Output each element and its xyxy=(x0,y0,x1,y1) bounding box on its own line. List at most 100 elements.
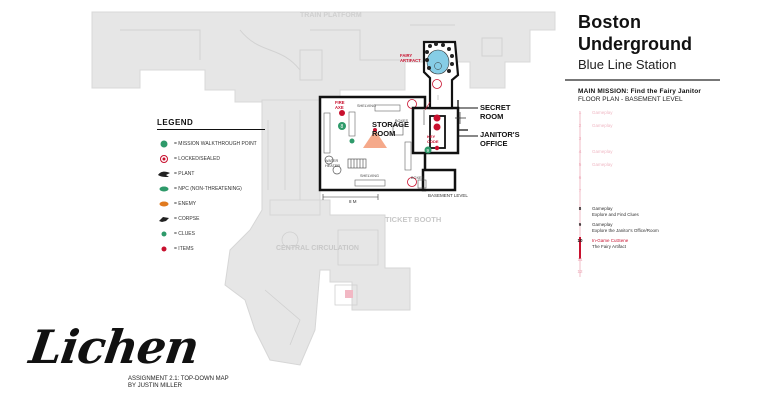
scale-label: 8 M xyxy=(349,199,357,204)
legend-label: = ENEMY xyxy=(174,200,197,207)
legend-label: = PLANT xyxy=(174,170,195,177)
boxes-label-2: BOXES xyxy=(411,176,425,180)
secret-room-label: SECRET ROOM xyxy=(480,103,511,121)
vent-icon-2 xyxy=(407,177,417,187)
timeline-item: 3 xyxy=(576,136,726,148)
lower-details xyxy=(264,110,379,346)
timeline-number: 3 xyxy=(578,136,582,141)
timeline-line xyxy=(579,112,581,277)
boxes-label: BOXES xyxy=(395,119,409,123)
secret-room xyxy=(422,40,460,110)
enemy-icon xyxy=(157,200,171,208)
subtitle: Blue Line Station xyxy=(578,57,677,72)
basement-level-label: BASEMENT LEVEL xyxy=(428,193,468,198)
legend-item: = CORPSE xyxy=(157,211,265,226)
assignment-title: ASSIGNMENT 2.1: TOP-DOWN MAP xyxy=(128,376,229,382)
plant-icon xyxy=(157,170,171,178)
artifact-pointer-line xyxy=(424,101,431,111)
timeline-title: Gameplay xyxy=(592,162,613,167)
mission-point-icon xyxy=(157,140,171,148)
timeline-text: Gameplay xyxy=(592,110,722,116)
item-markers-office xyxy=(432,79,442,151)
timeline-title: Gameplay xyxy=(592,123,613,128)
svg-text:8: 8 xyxy=(341,124,344,130)
timeline-title: Gameplay xyxy=(592,222,613,227)
mission-marker-9: 9 xyxy=(424,146,432,154)
legend: LEGEND = MISSION WALKTHROUGH POINT = LOC… xyxy=(157,118,265,256)
platform-details xyxy=(120,24,503,81)
timeline-item: 12 xyxy=(576,269,726,281)
timeline-item: 5 Gameplay xyxy=(576,162,726,174)
header-divider xyxy=(565,79,720,81)
timeline-text: Gameplay xyxy=(592,149,722,155)
timeline-desc: The Fairy Artifact xyxy=(592,243,627,249)
legend-label: = CLUES xyxy=(174,230,195,237)
timeline-item: 7 xyxy=(576,188,726,200)
timeline-text: Gameplay xyxy=(592,123,722,129)
timeline-title: Gameplay xyxy=(592,110,613,115)
key-code-label: KEY CODE xyxy=(427,134,439,144)
title-line-2: Underground xyxy=(578,34,692,54)
floor-label: FLOOR PLAN - BASEMENT LEVEL xyxy=(578,96,683,103)
legend-label: = MISSION WALKTHROUGH POINT xyxy=(174,140,257,147)
faded-lower-level xyxy=(224,99,411,366)
author-line: BY JUSTIN MILLER xyxy=(128,383,182,389)
fire-axe-label: FIRE AXE xyxy=(335,100,345,110)
legend-item: = PLANT xyxy=(157,166,265,181)
ticket-booth-label: TICKET BOOTH xyxy=(385,215,441,224)
ticket-item-marker xyxy=(345,290,353,298)
timeline-item: 11 xyxy=(576,257,726,269)
timeline-number: 9 xyxy=(578,222,582,227)
legend-label: = ITEMS xyxy=(174,245,194,252)
timeline-number: 10 xyxy=(577,238,583,243)
timeline-desc: Explore the Janitor's Office/Room xyxy=(592,227,659,233)
timeline-number: 2 xyxy=(578,123,582,128)
svg-text:9: 9 xyxy=(427,148,430,153)
legend-item: = ITEMS xyxy=(157,241,265,256)
timeline-number: 4 xyxy=(578,149,582,154)
timeline-number: 12 xyxy=(577,269,583,274)
shelving-label-top: SHELVING xyxy=(357,104,376,108)
locked-icon xyxy=(157,154,171,163)
timeline-item: 4 Gameplay xyxy=(576,149,726,161)
clue-marker xyxy=(349,138,355,144)
timeline-number: 5 xyxy=(578,162,582,167)
timeline-number: 11 xyxy=(577,257,583,262)
assignment-info: ASSIGNMENT 2.1: TOP-DOWN MAP BY JUSTIN M… xyxy=(128,376,229,390)
timeline-desc: Explore and Find Clues xyxy=(592,211,639,217)
central-circulation-label: CENTRAL CIRCULATION xyxy=(276,245,359,252)
timeline-title: In-Game CutSene xyxy=(592,238,629,243)
water-heater-label: WATER HEATER xyxy=(325,159,341,168)
legend-item: = MISSION WALKTHROUGH POINT xyxy=(157,136,265,151)
storage-room xyxy=(318,95,457,192)
timeline-item: 2 Gameplay xyxy=(576,123,726,135)
timeline-title: Gameplay xyxy=(592,149,613,154)
legend-label: = NPC (NON-THREATENING) xyxy=(174,185,242,192)
clue-icon xyxy=(157,230,171,238)
corpse-icon xyxy=(157,215,171,223)
main-mission: MAIN MISSION: Find the Fairy Janitor xyxy=(578,88,702,95)
legend-label: = LOCKED/SEALED xyxy=(174,155,220,162)
mission-marker-8: 8 xyxy=(338,122,346,130)
train-platform-label: TRAIN PLATFORM xyxy=(300,12,362,19)
floor-plan-map: TRAIN PLATFORM CENTRAL CIRCULATION TICKE… xyxy=(91,11,556,366)
storage-room-label: STORAGE ROOM xyxy=(372,120,409,138)
legend-item: = LOCKED/SEALED xyxy=(157,151,265,166)
item-marker-fire-axe xyxy=(339,110,345,116)
timeline-text: Gameplay xyxy=(592,162,722,168)
timeline-number: 6 xyxy=(578,175,582,180)
shelving-label-bottom: SHELVING xyxy=(360,174,379,178)
timeline-number: 7 xyxy=(578,188,582,193)
timeline-item: 6 xyxy=(576,175,726,187)
title-line-1: Boston xyxy=(578,12,642,32)
legend-item: = NPC (NON-THREATENING) xyxy=(157,181,265,196)
item-icon xyxy=(157,245,171,253)
scale-bar xyxy=(322,194,379,200)
